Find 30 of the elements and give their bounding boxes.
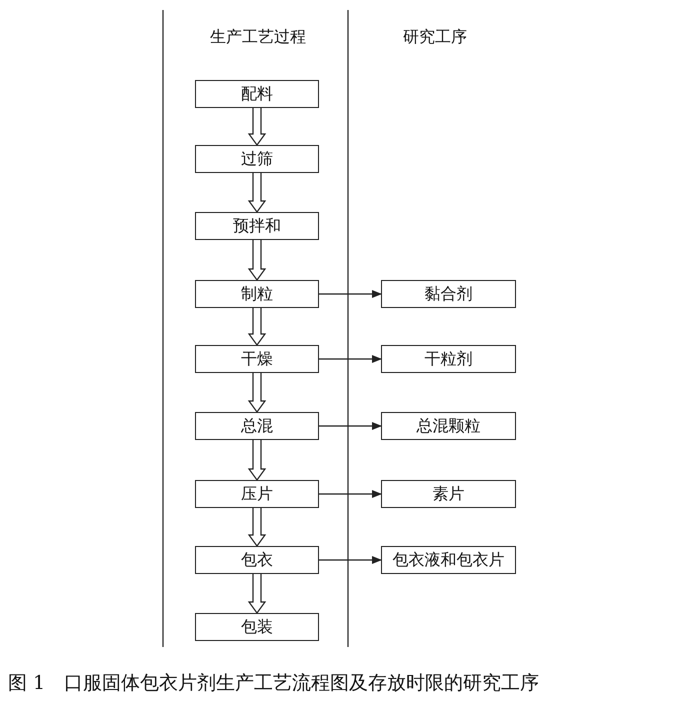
hollow-arrow [248,439,266,482]
hollow-arrow [248,172,266,214]
study-step-box: 素片 [381,480,516,508]
study-step-box: 干粒剂 [381,345,516,373]
study-step-box: 黏合剂 [381,280,516,308]
hollow-arrow [248,372,266,414]
process-box: 包装 [195,613,319,641]
process-box: 过筛 [195,145,319,173]
hollow-arrow [248,573,266,614]
process-box: 干燥 [195,345,319,373]
hollow-arrow [248,307,266,346]
process-box: 预拌和 [195,212,319,240]
arrow [319,355,382,363]
process-box: 制粒 [195,280,319,308]
process-box: 总混 [195,412,319,440]
column-header: 生产工艺过程 [210,27,306,48]
hollow-arrow [248,507,266,548]
figure-caption: 图 1 口服固体包衣片剂生产工艺流程图及存放时限的研究工序 [8,671,540,696]
arrow [319,290,382,298]
study-step-box: 包衣液和包衣片 [381,546,516,574]
study-step-box: 总混颗粒 [381,412,516,440]
arrow [319,556,382,564]
hollow-arrow [248,239,266,282]
process-box: 包衣 [195,546,319,574]
column-header: 研究工序 [403,27,467,48]
hollow-arrow [248,107,266,146]
arrow [319,490,382,498]
process-box: 配料 [195,80,319,108]
process-box: 压片 [195,480,319,508]
arrow [319,422,382,430]
